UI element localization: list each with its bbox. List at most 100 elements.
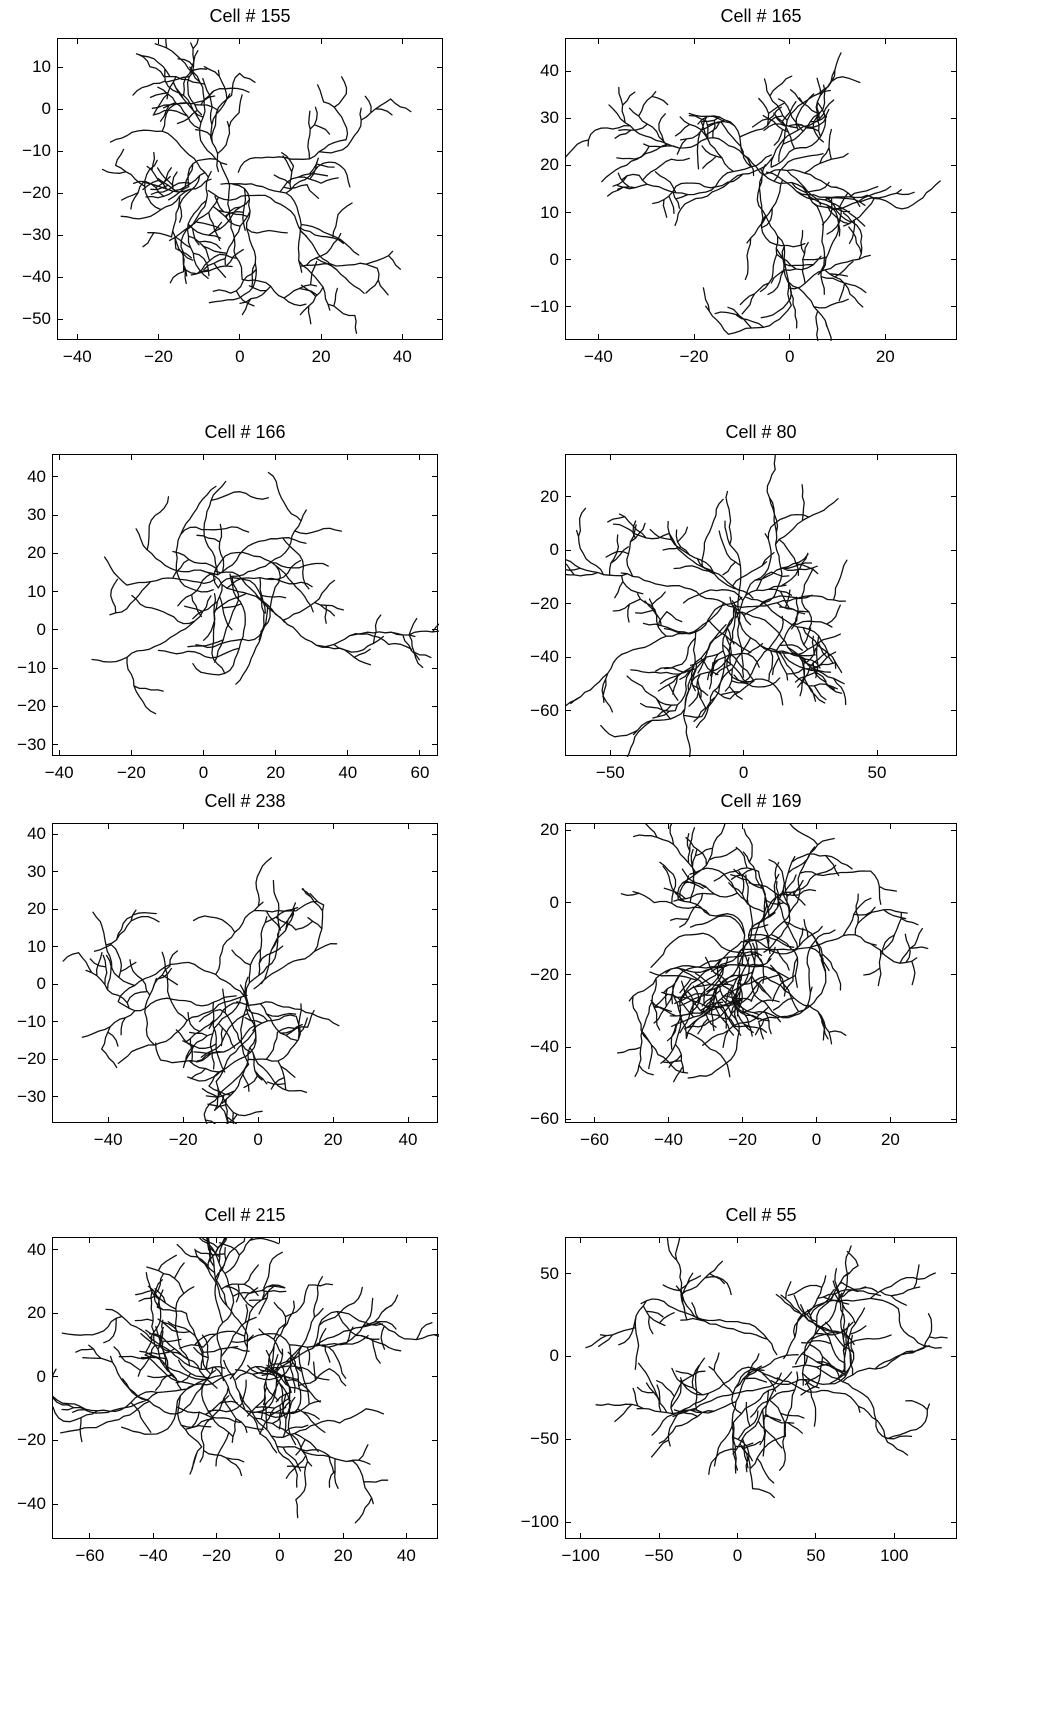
y-tick-mark bbox=[432, 1503, 438, 1505]
y-tick-mark bbox=[57, 276, 63, 278]
x-tick-label: −40 bbox=[138, 1546, 168, 1565]
y-tick-label: −20 bbox=[17, 1430, 46, 1450]
x-tick-mark bbox=[407, 1117, 409, 1123]
y-tick-label: 20 bbox=[27, 543, 46, 563]
y-tick-mark bbox=[52, 1058, 58, 1060]
y-tick-label: 0 bbox=[549, 540, 559, 560]
y-tick-mark bbox=[565, 710, 571, 712]
y-tick-mark bbox=[52, 1503, 58, 1505]
y-tick-mark bbox=[951, 902, 957, 904]
x-tick-mark bbox=[342, 1237, 344, 1243]
x-tick-label: 20 bbox=[880, 1130, 900, 1149]
x-tick-mark bbox=[742, 823, 743, 829]
x-tick-mark bbox=[152, 1237, 154, 1243]
x-tick-mark bbox=[419, 750, 421, 756]
y-tick-label: −20 bbox=[530, 964, 559, 984]
x-tick-mark bbox=[332, 823, 334, 829]
y-tick-mark bbox=[52, 552, 58, 554]
y-tick-mark bbox=[951, 974, 957, 976]
panel-title: Cell # 155 bbox=[209, 6, 291, 26]
x-tick-label: 0 bbox=[732, 1546, 743, 1565]
y-tick-label: 0 bbox=[549, 892, 559, 912]
y-tick-label: 30 bbox=[27, 861, 46, 881]
x-tick-mark bbox=[407, 823, 409, 829]
x-tick-mark bbox=[893, 1533, 895, 1539]
y-tick-mark bbox=[432, 476, 438, 478]
x-tick-mark bbox=[594, 1117, 596, 1123]
y-tick-mark bbox=[437, 150, 443, 152]
y-tick-mark bbox=[951, 1521, 957, 1523]
y-tick-mark bbox=[57, 234, 63, 236]
y-tick-label: 0 bbox=[36, 974, 46, 994]
x-tick-mark bbox=[257, 1117, 259, 1123]
y-tick-mark bbox=[52, 667, 58, 669]
x-tick-label: 40 bbox=[398, 1130, 418, 1149]
y-tick-mark bbox=[437, 318, 443, 320]
x-tick-mark bbox=[743, 750, 745, 756]
y-tick-mark bbox=[565, 164, 571, 166]
y-tick-mark bbox=[432, 591, 438, 593]
x-tick-label: −60 bbox=[75, 1546, 105, 1565]
y-tick-mark bbox=[52, 983, 58, 985]
y-tick-mark bbox=[432, 1058, 438, 1060]
y-tick-label: 40 bbox=[540, 61, 559, 81]
y-tick-mark bbox=[52, 705, 58, 707]
x-tick-label: 40 bbox=[396, 1546, 416, 1565]
dendrite-tracing bbox=[566, 52, 941, 341]
panel-title: Cell # 165 bbox=[720, 6, 802, 26]
panel-title: Cell # 166 bbox=[204, 422, 286, 442]
y-tick-label: 40 bbox=[27, 824, 46, 844]
y-tick-label: 0 bbox=[549, 1346, 559, 1366]
y-tick-mark bbox=[951, 1118, 957, 1120]
y-tick-mark bbox=[565, 974, 571, 976]
x-tick-mark bbox=[89, 1237, 91, 1243]
x-tick-mark bbox=[275, 454, 277, 460]
x-tick-label: −20 bbox=[168, 1130, 198, 1149]
y-tick-mark bbox=[432, 552, 438, 554]
dendrite-tracing bbox=[101, 39, 412, 334]
x-tick-mark bbox=[216, 1533, 218, 1539]
x-tick-mark bbox=[216, 1237, 218, 1243]
y-tick-mark bbox=[432, 1096, 438, 1098]
y-tick-mark bbox=[951, 603, 957, 605]
dendrite-tracing bbox=[62, 857, 340, 1124]
x-tick-mark bbox=[876, 750, 878, 756]
y-tick-label: −40 bbox=[530, 647, 559, 667]
dendrite-branches bbox=[566, 52, 941, 341]
x-tick-label: −20 bbox=[679, 347, 709, 366]
plot-frame bbox=[52, 823, 438, 1124]
y-tick-label: −10 bbox=[530, 296, 559, 316]
y-tick-mark bbox=[57, 150, 63, 152]
x-tick-mark bbox=[279, 1237, 281, 1243]
dendrite-branches bbox=[566, 455, 848, 757]
x-tick-mark bbox=[893, 1237, 895, 1243]
x-tick-mark bbox=[743, 454, 745, 460]
y-tick-mark bbox=[565, 259, 571, 261]
y-tick-mark bbox=[52, 1249, 58, 1251]
y-tick-mark bbox=[565, 1273, 571, 1274]
y-tick-mark bbox=[565, 1118, 571, 1120]
dendrite-tracing bbox=[53, 1238, 439, 1524]
plot-frame bbox=[565, 823, 957, 1123]
x-tick-label: 20 bbox=[266, 763, 286, 782]
dendrite-branches bbox=[616, 824, 929, 1083]
y-tick-label: −30 bbox=[17, 734, 46, 754]
x-tick-mark bbox=[405, 1533, 407, 1539]
y-tick-mark bbox=[52, 591, 58, 593]
x-tick-mark bbox=[742, 1117, 743, 1123]
y-tick-mark bbox=[432, 514, 438, 516]
x-tick-mark bbox=[342, 1533, 344, 1539]
y-tick-label: 30 bbox=[540, 108, 559, 128]
x-tick-mark bbox=[884, 38, 886, 44]
y-tick-mark bbox=[951, 70, 957, 72]
y-tick-mark bbox=[432, 833, 438, 835]
y-tick-mark bbox=[432, 1249, 438, 1251]
y-tick-mark bbox=[951, 829, 957, 831]
dendrite-tracing bbox=[566, 455, 848, 757]
dendrite-tracing bbox=[91, 471, 439, 715]
x-tick-label: 40 bbox=[392, 347, 412, 366]
y-tick-mark bbox=[437, 66, 443, 68]
x-tick-mark bbox=[658, 1533, 660, 1539]
y-tick-mark bbox=[951, 710, 957, 712]
x-tick-mark bbox=[152, 1533, 154, 1539]
